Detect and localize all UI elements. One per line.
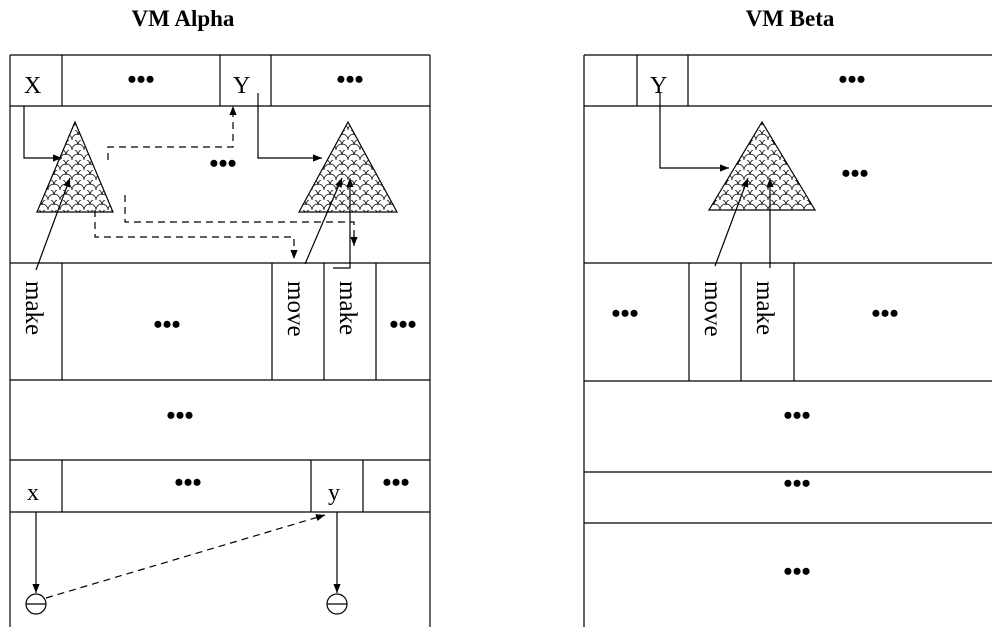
beta-global-y-label: Y [650, 73, 667, 99]
alpha-global-y-label: Y [233, 73, 250, 99]
beta-tree [709, 122, 815, 210]
alpha-ellipsis: ••• [382, 468, 409, 497]
alpha-ellipsis: ••• [174, 468, 201, 497]
alpha-local-y-label: y [328, 480, 340, 506]
alpha-dashed-object-arrow [46, 515, 325, 598]
alpha-global-x-label: X [24, 73, 41, 99]
beta-ellipsis: ••• [841, 159, 868, 188]
alpha-x-ref-arrow [24, 106, 62, 158]
beta-ellipsis: ••• [871, 299, 898, 328]
beta-ellipsis: ••• [838, 65, 865, 94]
beta-ellipsis: ••• [783, 469, 810, 498]
beta-ellipsis: ••• [783, 557, 810, 586]
alpha-ellipsis: ••• [336, 65, 363, 94]
alpha-move-label: move [282, 281, 309, 337]
beta-ellipsis: ••• [783, 401, 810, 430]
alpha-make-right-label: make [334, 281, 361, 335]
alpha-ellipsis: ••• [127, 65, 154, 94]
alpha-y-ref-arrow [258, 93, 322, 158]
alpha-ellipsis: ••• [166, 401, 193, 430]
alpha-dashed-tree-to-move [95, 210, 294, 259]
alpha-tree-left [37, 122, 113, 212]
beta-frame [584, 55, 992, 627]
beta-ellipsis: ••• [611, 299, 638, 328]
alpha-tree-right [299, 122, 397, 212]
alpha-object-y [327, 594, 347, 614]
beta-y-ref-arrow [660, 93, 729, 168]
vm-alpha-panel: X ••• Y ••• ••• make ••• move make ••• •… [10, 55, 430, 627]
alpha-ellipsis: ••• [209, 149, 236, 178]
vm-beta-panel: Y ••• ••• ••• move make ••• ••• ••• ••• [584, 55, 992, 627]
beta-move-label: move [699, 281, 726, 337]
alpha-ellipsis: ••• [153, 310, 180, 339]
alpha-object-x [26, 594, 46, 614]
alpha-local-x-label: x [27, 480, 39, 506]
alpha-ellipsis: ••• [389, 310, 416, 339]
beta-make-label: make [751, 281, 778, 335]
alpha-make-left-label: make [20, 281, 47, 335]
